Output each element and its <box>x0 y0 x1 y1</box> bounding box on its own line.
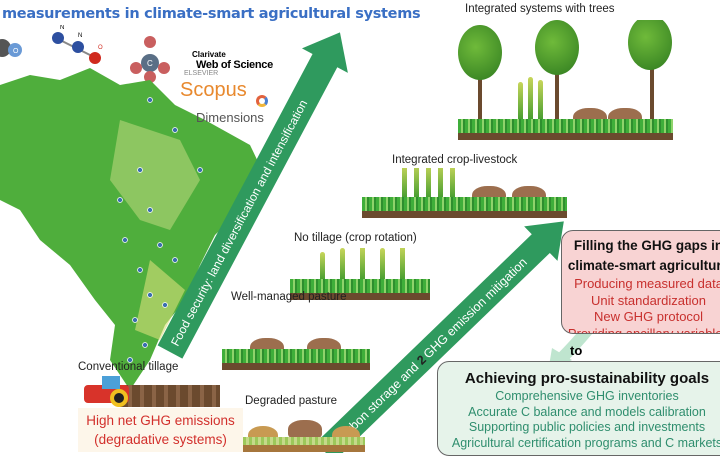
label-crop-livestock: Integrated crop-livestock <box>392 154 518 166</box>
svg-text:C: C <box>147 59 153 68</box>
svg-text:Food security: land diversific: Food security: land diversification and … <box>168 97 310 348</box>
svg-text:N: N <box>78 33 82 39</box>
svg-text:N: N <box>60 25 64 31</box>
svg-text:O: O <box>98 45 103 51</box>
ghg-gaps-box: Filling the GHG gaps in climate-smart ag… <box>561 230 720 334</box>
scene-integrated-trees <box>458 20 673 140</box>
scopus-logo: Scopus <box>180 79 247 101</box>
dimensions-logo: Dimensions <box>196 110 264 125</box>
sustainability-goals-box: Achieving pro-sustainability goals Compr… <box>437 361 720 456</box>
goals-item: Supporting public policies and investmen… <box>468 420 706 434</box>
label-no-tillage: No tillage (crop rotation) <box>294 232 417 244</box>
goals-item: Accurate C balance and models calibratio… <box>468 404 706 419</box>
goals-item: Agricultural certification programs and … <box>451 435 720 450</box>
ch4-molecule-icon: C <box>130 36 170 83</box>
study-site-markers <box>117 97 203 363</box>
svg-text:O: O <box>13 48 19 55</box>
goals-title: Achieving pro-sustainability goals <box>464 370 710 387</box>
gaps-title-1: Filling the GHG gaps in <box>573 238 720 253</box>
food-security-arrow: Food security: land diversification and … <box>157 32 348 359</box>
gaps-title-2: climate-smart agriculture <box>567 258 720 273</box>
label-degraded-pasture: Degraded pasture <box>245 395 338 407</box>
scene-conventional-tillage <box>80 375 220 407</box>
gaps-item: Unit standardization <box>591 292 706 308</box>
scene-crop-livestock <box>362 168 567 218</box>
connector-to: to <box>570 343 583 358</box>
dimensions-icon <box>256 95 268 107</box>
clarivate-logo: Clarivate <box>192 50 226 59</box>
gaps-item: New GHG protocol <box>593 309 704 324</box>
scene-well-managed-pasture <box>222 320 370 370</box>
scene-degraded-pasture <box>243 410 365 452</box>
label-conventional-tillage: Conventional tillage <box>78 361 179 373</box>
label-well-managed-pasture: Well-managed pasture <box>231 291 347 303</box>
n2o-molecule-icon: N N O <box>52 25 103 64</box>
co2-molecule-icon: O <box>0 39 22 57</box>
high-emissions-box: High net GHG emissions (degradative syst… <box>78 408 243 452</box>
web-of-science-logo: Web of Science <box>196 59 273 71</box>
goals-item: Comprehensive GHG inventories <box>495 389 679 403</box>
scene-no-tillage <box>290 248 430 300</box>
emissions-line-1: High net GHG emissions <box>86 413 235 428</box>
molecules-illustration: O N N O C <box>0 25 170 83</box>
gaps-item: Producing measured data <box>574 276 720 291</box>
gaps-item: Providing ancillary variables <box>567 325 720 334</box>
emissions-line-2: (degradative systems) <box>94 432 227 447</box>
elsevier-logo: ELSEVIER <box>184 70 219 77</box>
label-integrated-trees: Integrated systems with trees <box>465 3 615 15</box>
page-title: measurements in climate-smart agricultur… <box>2 6 421 22</box>
brazil-map <box>0 68 262 390</box>
